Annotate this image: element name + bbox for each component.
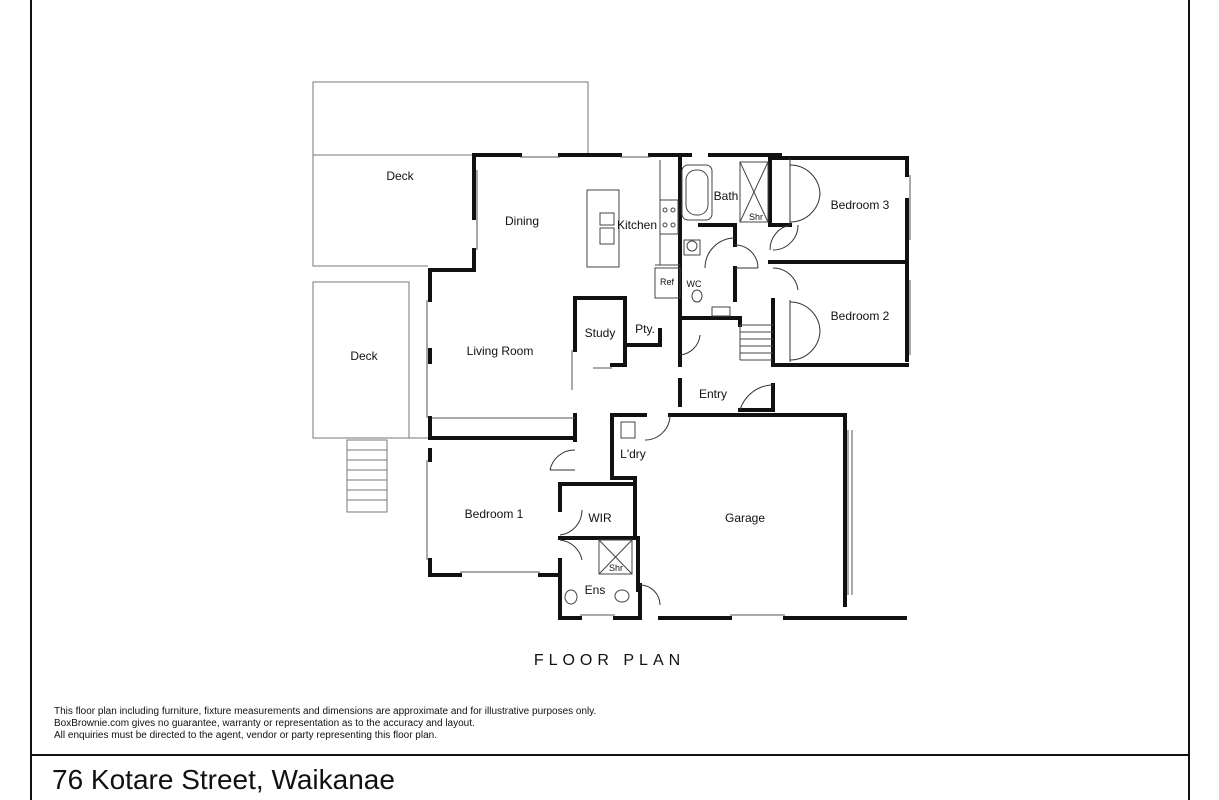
property-address: 76 Kotare Street, Waikanae [52,764,395,795]
room-label-deck-upper: Deck [386,169,414,183]
entry-stairs [739,324,773,361]
room-label-entry: Entry [699,387,727,401]
room-label-ensuite: Ens [585,583,606,597]
door-swings [549,224,799,606]
disclaimer-line: This floor plan including furniture, fix… [54,706,597,717]
kitchen-island [586,160,681,299]
room-label-laundry: L'dry [620,447,646,461]
room-label-bath: Bath [714,189,739,203]
deck-stairs [346,439,388,513]
room-label-bedroom-1: Bedroom 1 [465,507,524,521]
wardrobe-bed3 [789,158,821,225]
room-label-wir: WIR [588,511,612,525]
deck-upper [312,81,589,267]
room-label-living-room: Living Room [467,344,534,358]
room-label-ref: Ref [660,277,675,287]
room-label-study: Study [585,326,616,340]
disclaimer: This floor plan including furniture, fix… [54,706,596,742]
disclaimer-line: All enquiries must be directed to the ag… [54,730,437,741]
deck-lower [312,281,428,439]
walls [428,153,909,620]
room-label-kitchen: Kitchen [617,218,657,232]
room-label-deck-lower: Deck [350,349,378,363]
windows [426,156,911,616]
room-label-wc: WC [687,279,702,289]
room-label-garage: Garage [725,511,765,525]
room-label-bedroom-3: Bedroom 3 [831,198,890,212]
room-label-bedroom-2: Bedroom 2 [831,309,890,323]
room-label-dining: Dining [505,214,539,228]
wardrobe-bed2 [789,300,821,362]
disclaimer-line: BoxBrownie.com gives no guarantee, warra… [54,718,475,729]
room-label-shower-upper: Shr [749,212,763,222]
room-label-shower-lower: Shr [609,563,623,573]
room-label-pantry: Pty. [635,322,655,336]
bath-fixtures [564,161,769,605]
floor-plan-heading: FLOOR PLAN [533,652,686,669]
